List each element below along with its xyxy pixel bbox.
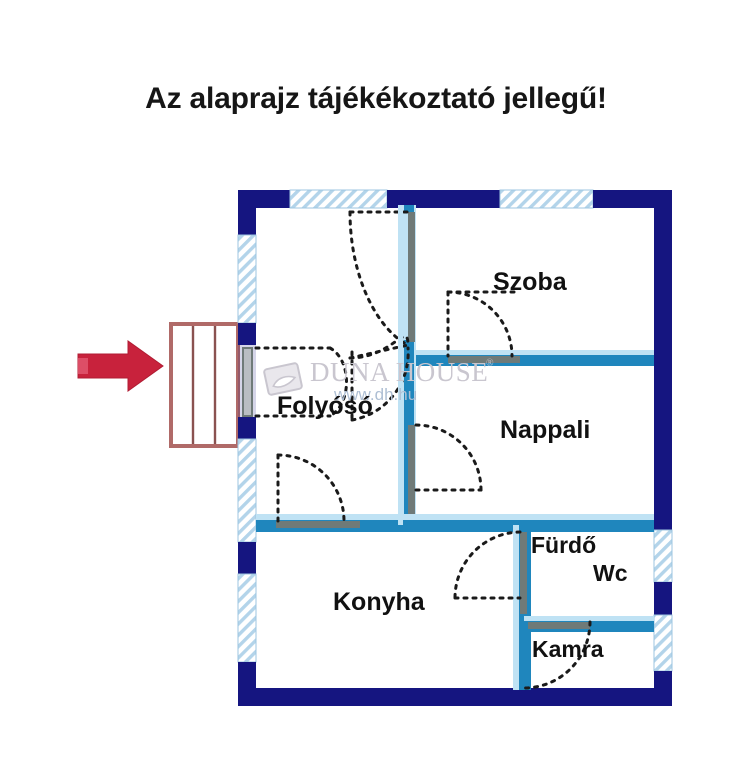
window-top-right xyxy=(499,189,594,209)
room-label-nappali: Nappali xyxy=(500,416,591,444)
room-label-wc: Wc xyxy=(593,560,628,586)
window-right-lower xyxy=(653,614,673,672)
window-left-upper xyxy=(237,234,257,324)
door-leaf-kamra-top xyxy=(528,622,590,629)
interior-floor xyxy=(248,200,662,694)
interior-wall-szoba-nappali xyxy=(416,350,654,366)
door-leaf-szoba xyxy=(448,356,520,363)
interior-wall-konyha-furdo xyxy=(513,525,531,690)
door-arc-kamra xyxy=(522,620,592,690)
entrance-arrow-icon xyxy=(77,340,164,392)
room-label-folyoso: Folyósó xyxy=(277,392,373,420)
room-label-konyha: Konyha xyxy=(333,588,425,616)
door-arc-furdo xyxy=(453,530,522,600)
door-arc-nappali xyxy=(414,423,483,492)
entry-stair-box xyxy=(169,322,240,448)
window-right-upper xyxy=(653,529,673,583)
interior-wall-horizontal-main xyxy=(256,514,654,532)
door-arc-folyoso-upper xyxy=(350,346,410,422)
door-leaf-konyha-folyoso xyxy=(276,521,360,528)
window-left-middle xyxy=(237,438,257,543)
wall-edge-glow xyxy=(398,205,403,525)
room-label-kamra: Kamra xyxy=(532,636,604,662)
exterior-wall-top xyxy=(238,189,672,209)
door-leaf-folyoso-nappali xyxy=(408,425,415,525)
room-label-szoba: Szoba xyxy=(493,268,567,296)
door-arc-konyha-folyoso xyxy=(276,453,346,523)
room-label-furdo: Fürdő xyxy=(531,532,597,558)
page-title: Az alaprajz tájékékoztató jellegű! xyxy=(145,82,607,115)
door-arc-folyoso-corridor xyxy=(348,335,410,360)
door-arc-entry xyxy=(254,346,348,418)
exterior-wall-bottom xyxy=(238,688,672,706)
door-leaf-folyoso-szoba xyxy=(408,212,415,342)
exterior-wall-left xyxy=(237,190,257,706)
exterior-wall-right xyxy=(653,190,673,706)
entry-door-leaf xyxy=(242,347,253,417)
interior-wall-vertical-main xyxy=(402,205,416,525)
window-top-left xyxy=(289,189,388,209)
door-leaf-furdo xyxy=(520,532,527,614)
window-left-lower xyxy=(237,573,257,663)
door-arc-szoba xyxy=(446,290,522,358)
